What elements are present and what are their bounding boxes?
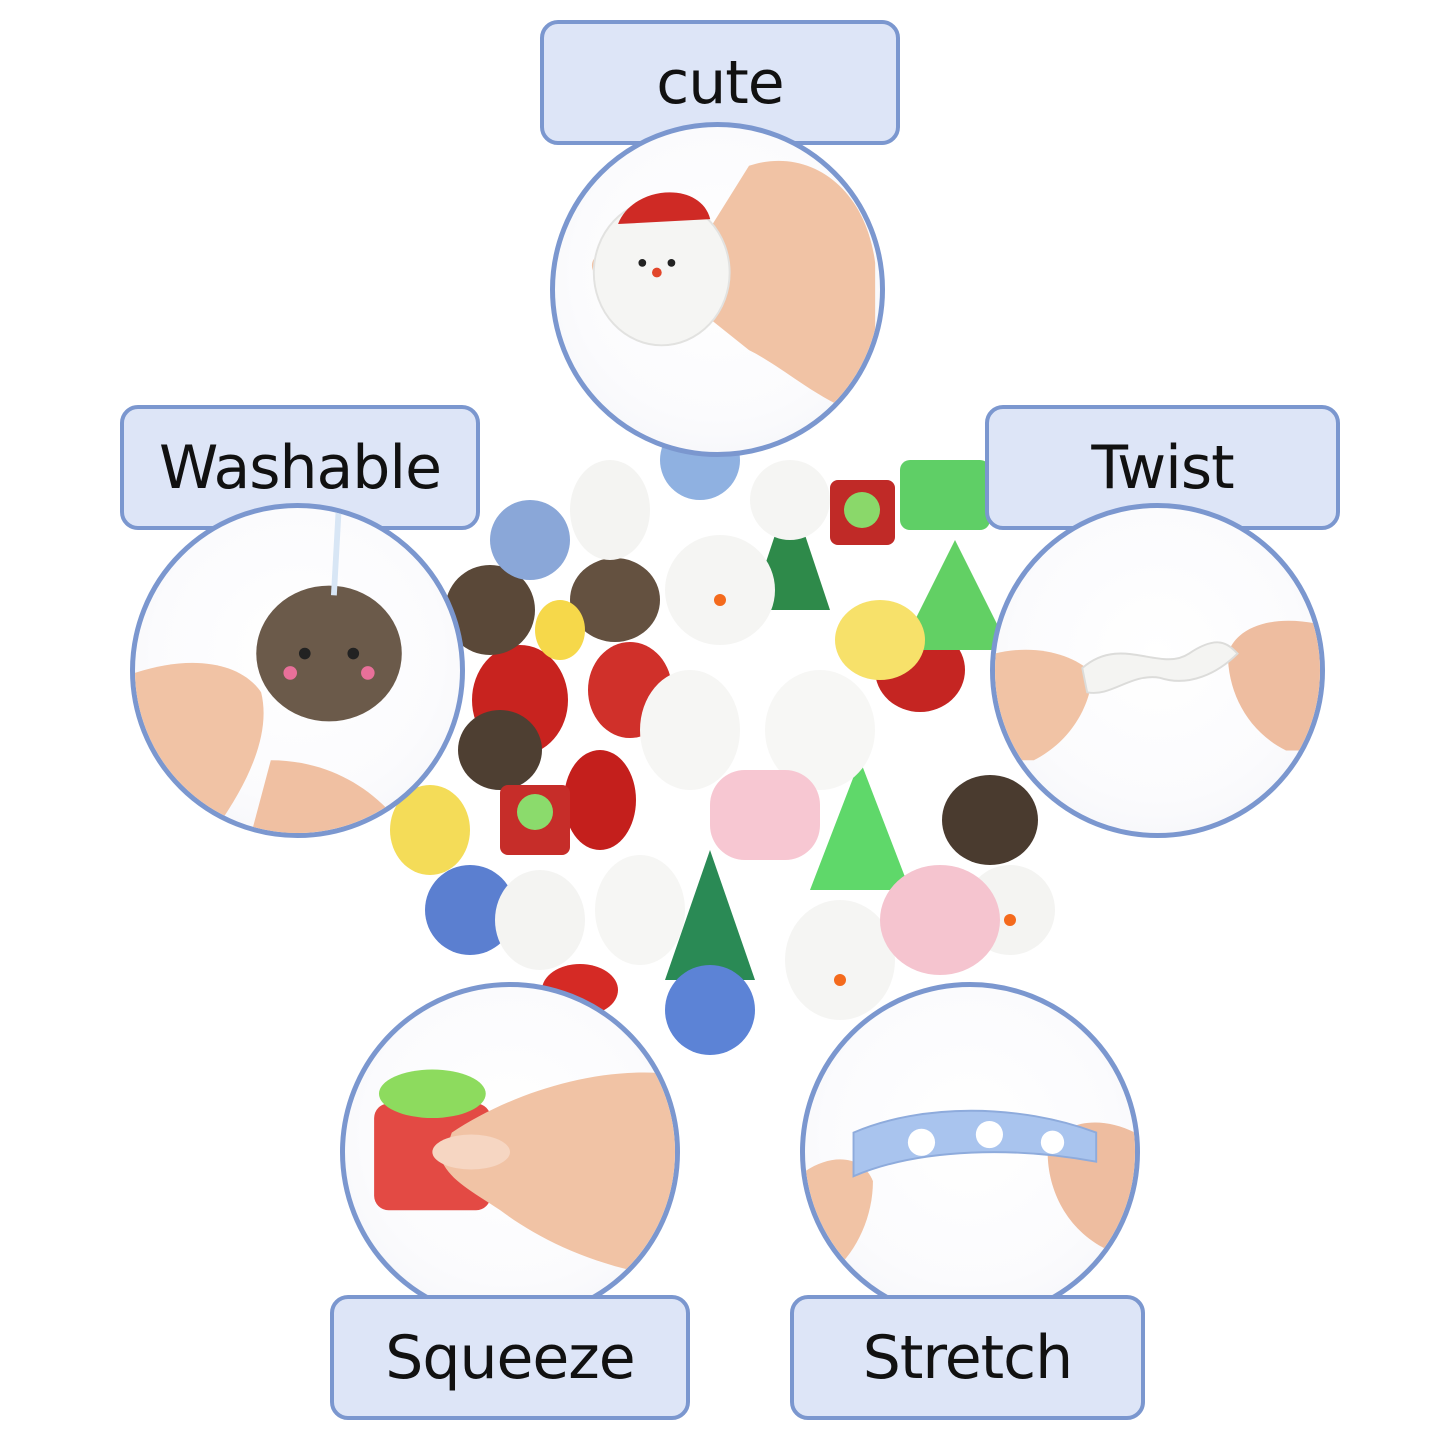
feature-circle-twist [990,503,1325,838]
feature-circle-squeeze [340,982,680,1322]
feature-circle-stretch [800,982,1140,1322]
snowflake-squishy-stretched-icon [805,1109,1135,1279]
white-squishy-twisted-icon [995,620,1320,761]
feature-circle-washable [130,503,465,838]
feature-text-twist: Twist [1091,432,1234,503]
feature-text-stretch: Stretch [862,1322,1073,1393]
feature-text-squeeze: Squeeze [385,1322,635,1393]
reindeer-squishy-under-water-icon [135,508,407,833]
feature-label-squeeze: Squeeze [330,1295,690,1420]
feature-circle-cute [550,122,885,457]
feature-label-stretch: Stretch [790,1295,1145,1420]
feature-text-washable: Washable [159,432,442,503]
gift-box-squishy-squeezed-icon [374,1069,675,1279]
feature-text-cute: cute [656,47,784,118]
santa-squishy-in-hand-icon [591,160,876,419]
